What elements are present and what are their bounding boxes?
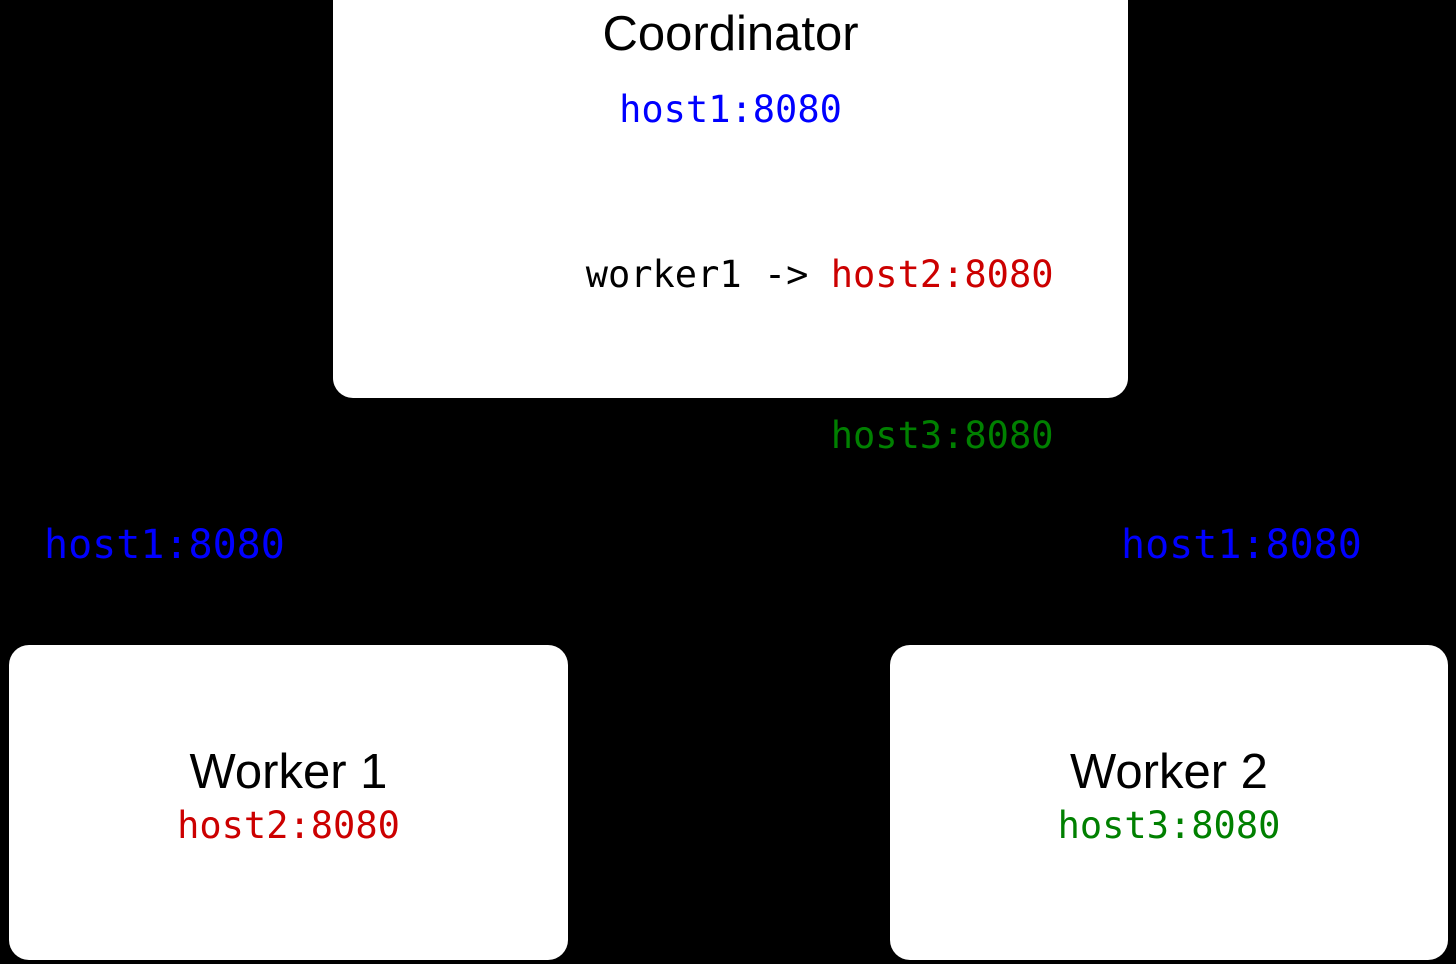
worker1-content: Worker 1 host2:8080 [177,744,400,849]
assignment-worker-label: worker1 -> [585,253,831,297]
worker2-content: Worker 2 host3:8080 [1058,744,1281,849]
assignment-worker-label: worker2 -> [585,414,831,458]
worker2-title: Worker 2 [1070,745,1268,800]
assignment-row: worker1 -> host2:8080 [407,195,1054,356]
assignment-row: worker2 -> host3:8080 [407,356,1054,517]
edge-label-coordinator-to-worker1: host1:8080 [44,522,285,568]
worker2-address: host3:8080 [1057,804,1281,848]
worker2-node[interactable]: Worker 2 host3:8080 [890,645,1448,960]
worker1-title: Worker 1 [189,745,388,800]
worker1-node[interactable]: Worker 1 host2:8080 [9,645,568,960]
assignment-host-value: host3:8080 [830,414,1054,458]
coordinator-address: host1:8080 [619,88,842,132]
assignment-host-value: host2:8080 [830,253,1054,297]
coordinator-node[interactable]: Coordinator host1:8080 worker1 -> host2:… [333,0,1128,457]
coordinator-title: Coordinator [602,7,859,61]
edge-label-coordinator-to-worker2: host1:8080 [1121,522,1362,568]
coordinator-assignments: worker1 -> host2:8080 worker2 -> host3:8… [407,195,1054,517]
worker1-address: host2:8080 [177,804,400,848]
